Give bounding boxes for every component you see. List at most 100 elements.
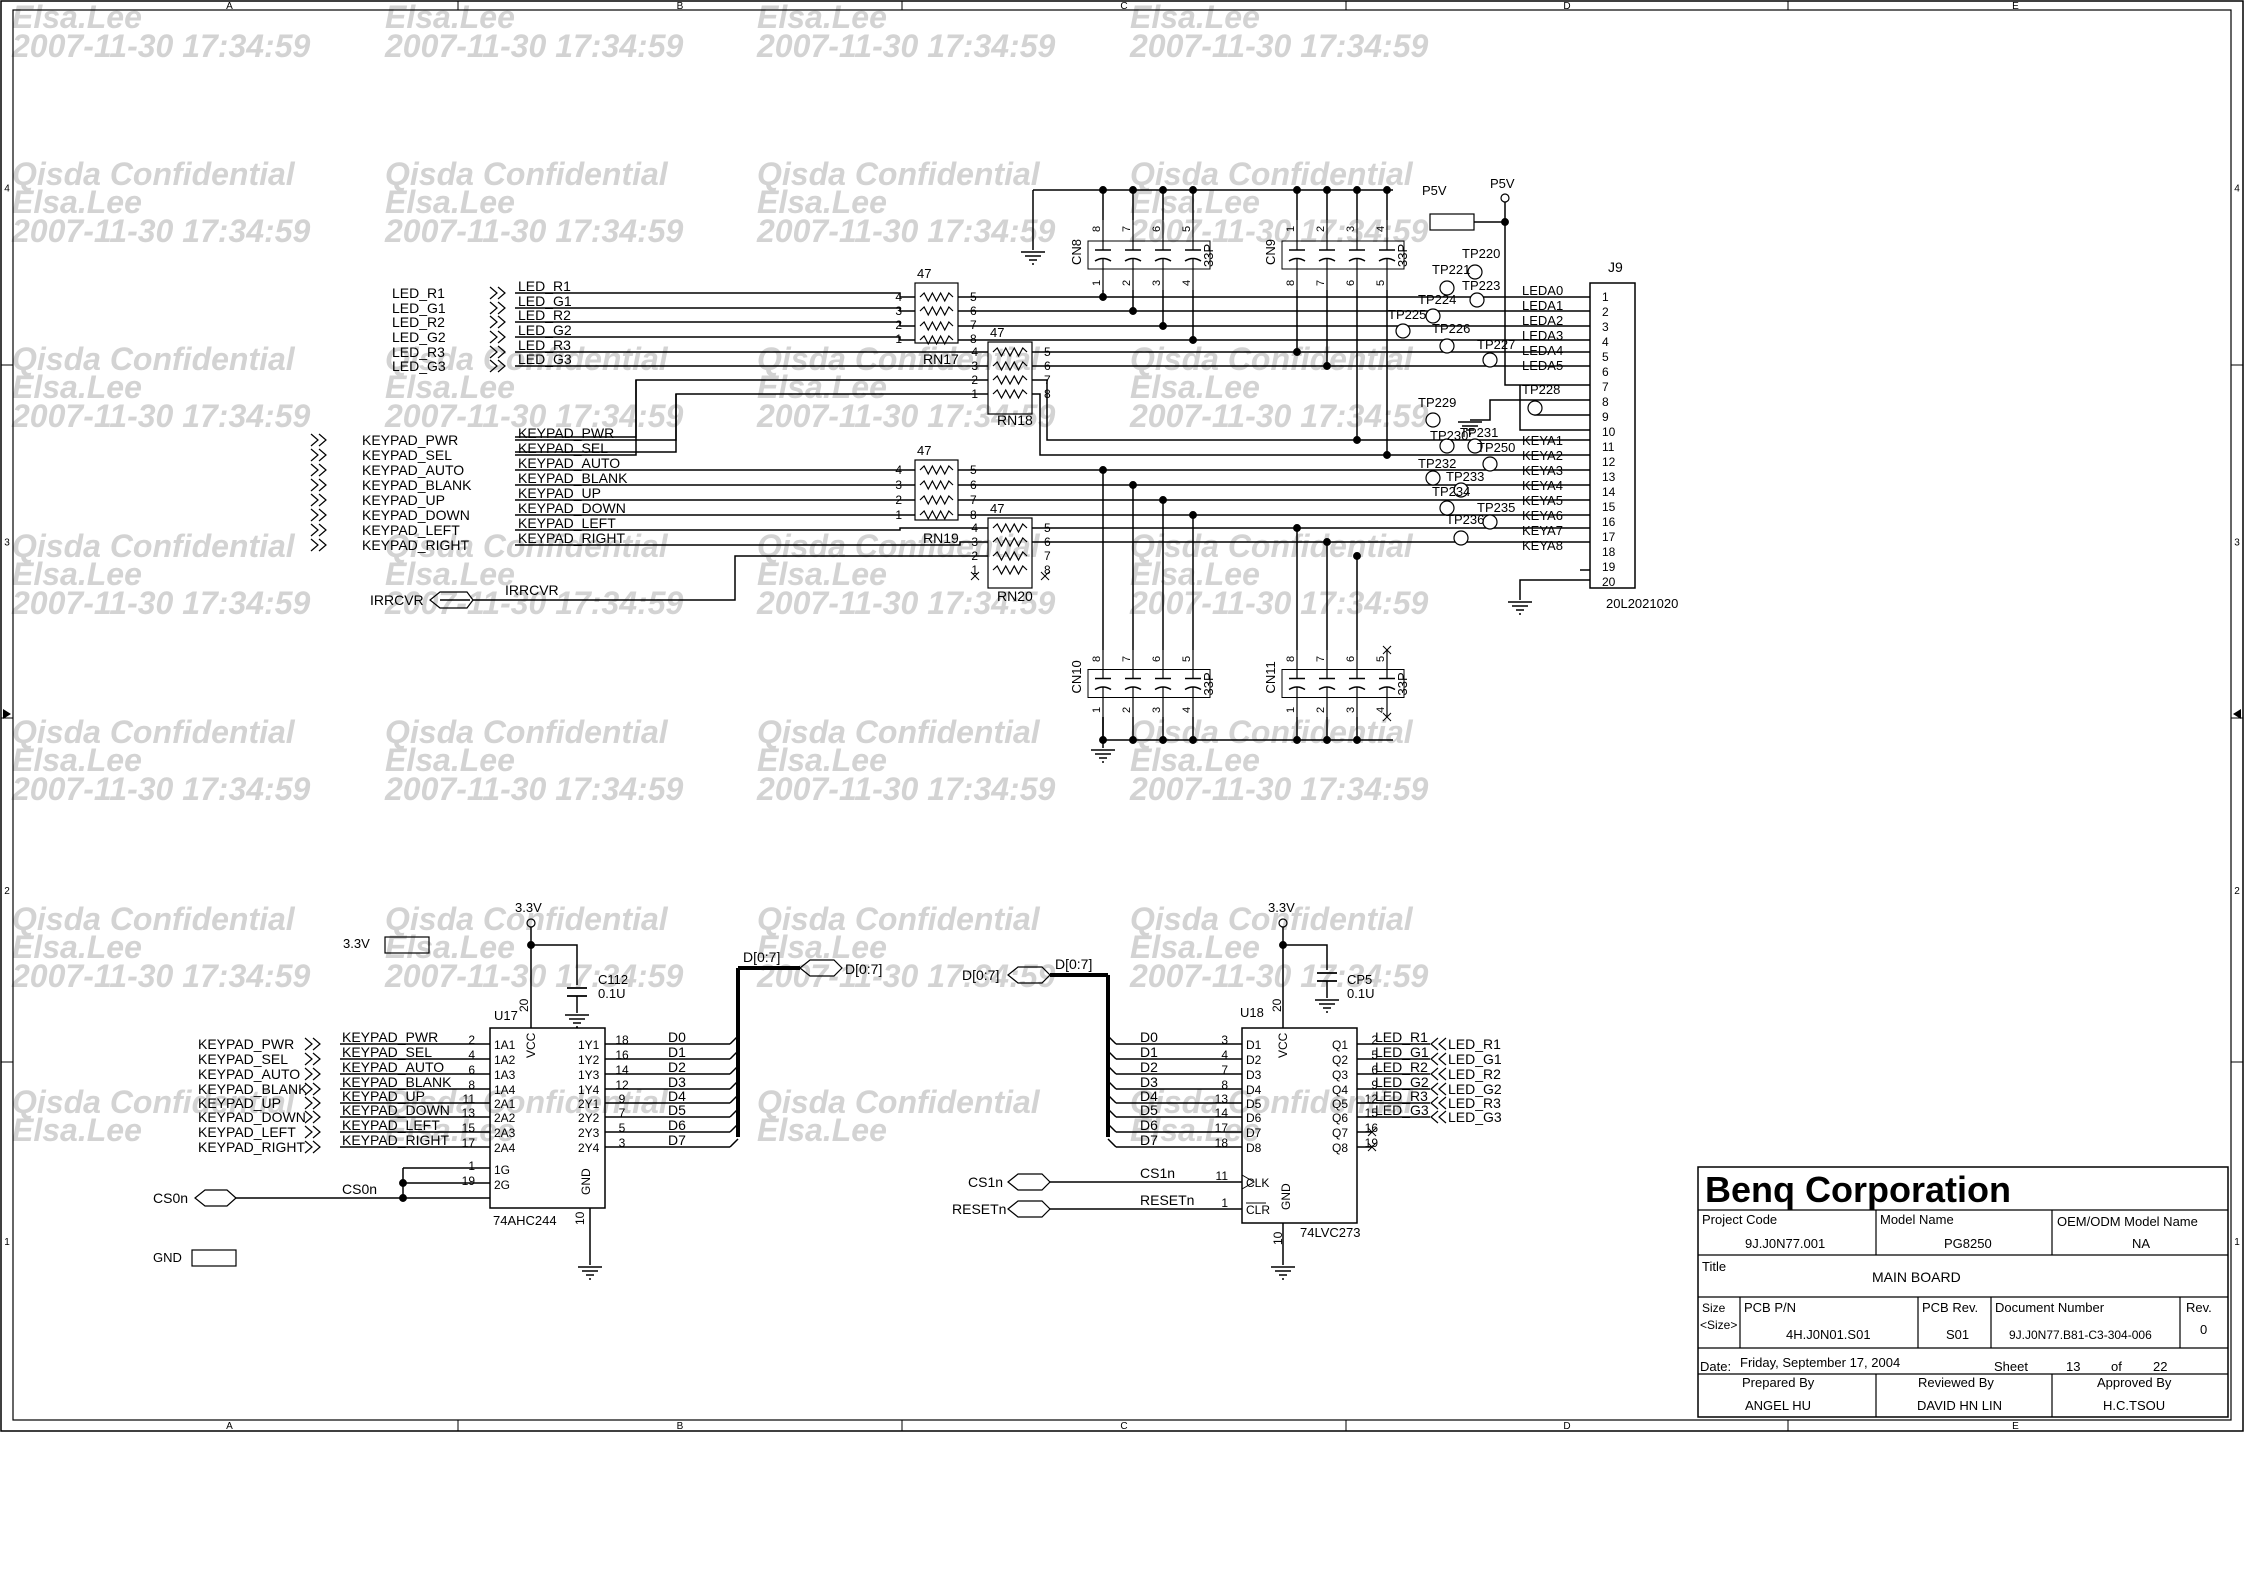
u17-input-port: KEYPAD_LEFT [198, 1124, 296, 1140]
cn8-pin-number: 1 [1091, 280, 1103, 286]
border-row-label: 4 [2234, 184, 2240, 195]
watermark-timestamp: 2007-11-30 17:34:59 [11, 771, 311, 807]
cn10-pin-number: 8 [1091, 656, 1103, 662]
u17-pin-number: 11 [463, 1092, 476, 1106]
title-reviewed-label: Reviewed By [1918, 1375, 1994, 1390]
title-oem: NA [2132, 1236, 2150, 1251]
testpoint-label: TP236 [1446, 512, 1484, 527]
u18-clr-label: CLR [1246, 1203, 1270, 1217]
u17-pin-number: 3 [619, 1136, 626, 1150]
testpoint-circle [1467, 438, 1483, 454]
u18-led-net: LED_R2 [1375, 1059, 1428, 1075]
j9-pin-number: 12 [1602, 455, 1616, 469]
title-size-label: Size [1702, 1301, 1726, 1315]
testpoint-circle [1527, 400, 1543, 416]
u17-pin-number: 2 [468, 1033, 475, 1047]
rn19-pin-number: 2 [895, 493, 902, 507]
keypad-net-label: KEYPAD_DOWN [518, 500, 626, 516]
testpoint-circle [1482, 352, 1498, 368]
j9-pin-number: 18 [1602, 545, 1616, 559]
title-date: Friday, September 17, 2004 [1740, 1355, 1900, 1370]
j9-part-number: 20L2021020 [1606, 596, 1678, 611]
watermark-user: Elsa.Lee [385, 1112, 515, 1148]
border-column-label: B [677, 1421, 684, 1432]
title-model-name: PG8250 [1944, 1236, 1992, 1251]
title-prepared: ANGEL HU [1745, 1398, 1811, 1413]
title-oem-label: OEM/ODM Model Name [2057, 1214, 2198, 1229]
u18-pin-number: 19 [1365, 1136, 1379, 1150]
keypad-net-label: KEYPAD_UP [518, 485, 601, 501]
rn17-pin-number: 2 [895, 318, 902, 332]
watermark-company: Qisda Confidential [12, 528, 296, 564]
u18-data-net: D3 [1140, 1074, 1158, 1090]
u17-body [489, 1027, 606, 1209]
watermark-company: Qisda Confidential [385, 341, 669, 377]
testpoint-label: TP224 [1418, 292, 1456, 307]
title-pcb-pn: 4H.J0N01.S01 [1786, 1327, 1871, 1342]
u17-pin-number: 17 [462, 1136, 476, 1150]
led-net-label: LED_G3 [518, 351, 572, 367]
watermark-user: Elsa.Lee [1130, 929, 1260, 965]
u18-pin-number: 8 [1221, 1078, 1228, 1092]
led-net-label: LED_G1 [518, 293, 572, 309]
testpoint-label: TP234 [1432, 484, 1470, 499]
watermark-user: Elsa.Lee [12, 369, 142, 405]
cn10-pin-number: 7 [1121, 656, 1133, 662]
watermark-company: Qisda Confidential [1130, 528, 1414, 564]
cn8-pin-number: 2 [1121, 280, 1133, 286]
cn11-pin-number: 3 [1345, 707, 1357, 713]
led-input-port-label: LED_R3 [392, 344, 445, 360]
u18-pin-name: Q4 [1332, 1083, 1348, 1097]
u18-gnd-label: GND [1279, 1183, 1293, 1210]
u18-led-port: LED_G3 [1448, 1109, 1502, 1125]
j9-pin-number: 16 [1602, 515, 1616, 529]
keypad-input-port-label: KEYPAD_RIGHT [362, 537, 470, 553]
j9-pin-number: 1 [1602, 290, 1609, 304]
cn11-pin-number: 4 [1375, 707, 1387, 713]
keypad-input-port-label: KEYPAD_PWR [362, 432, 458, 448]
watermark-user: Elsa.Lee [12, 1112, 142, 1148]
j9-pin-number: 10 [1602, 425, 1616, 439]
rn20-pin-number: 2 [971, 549, 978, 563]
u17-pin-number: 14 [615, 1063, 629, 1077]
u17-3v3-label: 3.3V [343, 936, 370, 951]
watermark-user: Elsa.Lee [12, 0, 142, 35]
testpoint-circle [1482, 456, 1498, 472]
u17-pin-name: 2A4 [494, 1141, 516, 1155]
cp5-value: 0.1U [1347, 986, 1374, 1001]
cn10-pin-number: 1 [1091, 707, 1103, 713]
u17-pin-number: 18 [615, 1033, 629, 1047]
j9-pin-number: 7 [1602, 380, 1609, 394]
rn17-pin-number: 5 [970, 290, 977, 304]
u17-pin-name: 2Y3 [578, 1126, 600, 1140]
watermark-company: Qisda Confidential [12, 1084, 296, 1120]
cn11-pin-number: 5 [1375, 656, 1387, 662]
keypad-net-label: KEYPAD_LEFT [518, 515, 616, 531]
j9-net-label: LEDA0 [1522, 283, 1563, 298]
testpoint-circle [1439, 438, 1455, 454]
cn9-pin-number: 3 [1345, 226, 1357, 232]
watermark-user: Elsa.Lee [12, 742, 142, 778]
watermark-user: Elsa.Lee [1130, 0, 1260, 35]
watermark-user: Elsa.Lee [757, 1112, 887, 1148]
rn18-pin-number: 5 [1044, 345, 1051, 359]
rn19-pin-number: 4 [895, 463, 902, 477]
cn10-pin-number: 5 [1181, 656, 1193, 662]
watermark-company: Qisda Confidential [12, 901, 296, 937]
cn9-pin-number: 7 [1315, 280, 1327, 286]
u18-pin-name: D1 [1246, 1038, 1262, 1052]
u18-led-net: LED_R3 [1375, 1088, 1428, 1104]
watermark-timestamp: 2007-11-30 17:34:59 [384, 213, 684, 249]
watermark-timestamp: 2007-11-30 17:34:59 [11, 28, 311, 64]
watermark-company: Qisda Confidential [385, 156, 669, 192]
u17-pin-name: 1Y4 [578, 1083, 600, 1097]
keypad-input-port-label: KEYPAD_UP [362, 492, 445, 508]
u18-pin-number: 9 [1371, 1078, 1378, 1092]
led-input-port-label: LED_R2 [392, 314, 445, 330]
u18-part-number: 74LVC273 [1300, 1225, 1360, 1240]
rn18-pin-number: 2 [971, 373, 978, 387]
u17-vcc-pin: 20 [517, 998, 531, 1012]
rn20-pin-number: 1 [971, 563, 978, 577]
